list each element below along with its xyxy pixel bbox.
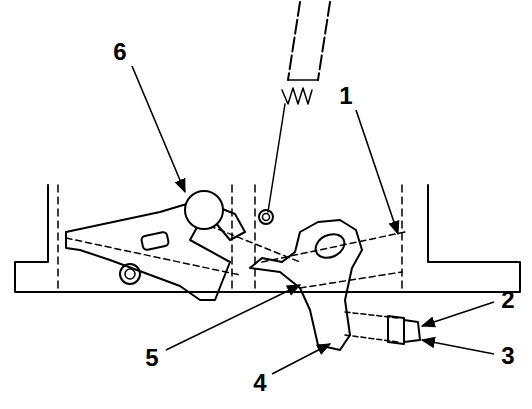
lever-ball — [185, 191, 223, 229]
housing-outline — [15, 185, 520, 292]
callout-number: 1 — [339, 84, 352, 108]
callout-number: 6 — [113, 40, 126, 64]
cam-slot — [312, 230, 348, 263]
leader-line — [272, 344, 330, 374]
throttle-rod — [288, 2, 330, 80]
lock-nut — [388, 316, 404, 344]
screw-head — [404, 320, 420, 342]
spring-eye — [259, 210, 273, 224]
leader-line — [166, 285, 300, 350]
callout-number: 5 — [145, 346, 158, 370]
lever-pivot — [120, 264, 140, 284]
callout-number: 3 — [501, 344, 514, 368]
leader-line — [356, 110, 398, 234]
return-spring — [268, 80, 318, 212]
lever-slot — [141, 231, 169, 250]
callout-number: 2 — [501, 288, 514, 312]
callout-number: 4 — [253, 371, 266, 395]
leader-line — [132, 66, 185, 192]
cam-lever — [250, 220, 362, 350]
leader-line — [422, 340, 494, 354]
leader-line — [422, 302, 494, 326]
